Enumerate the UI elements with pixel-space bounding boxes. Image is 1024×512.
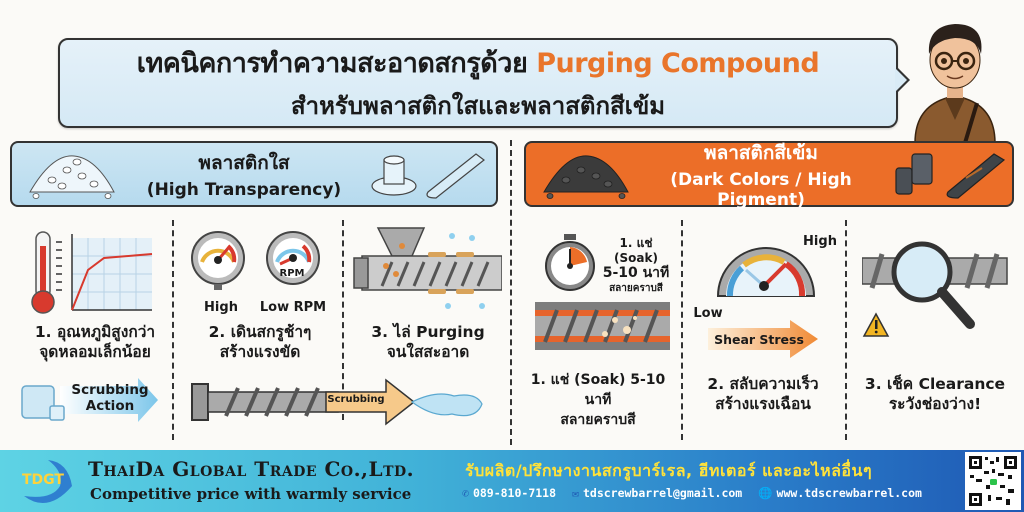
logo-text: TDGT [22,472,64,488]
dark-plastic-header: พลาสติกสีเข้ม (Dark Colors / High Pigmen… [524,138,1014,210]
scrubbing-arrow-label: Scrubbing [327,394,385,405]
shear-gauge-icon [716,247,816,297]
soak-timer-text: 1. แช่ (Soak) 5-10 นาที สลายคราบสี [596,236,676,296]
services-text: รับผลิต/ปรึกษางานสกรูบาร์เรล, ฮีทเตอร์ แ… [465,461,873,480]
presenter-avatar-icon [914,24,996,143]
company-slogan: Competitive price with warmly service [90,485,412,503]
clear-plastic-header: พลาสติกใส (High Transparency) [10,141,498,207]
clear-parts-icon [371,153,485,199]
caption-line: 2. เดินสกรูช้าๆ [208,323,312,341]
label-line: Scrubbing [71,382,149,398]
website-contact[interactable]: 🌐 www.tdscrewbarrel.com [758,486,922,500]
shear-stress-label: Shear Stress [714,332,804,347]
caption-line: สร้างแรงเฉือน [715,395,811,413]
phone-icon: ✆ [462,486,469,500]
dark-parts-icon [895,153,1006,199]
thermometer-graph-icon [31,231,153,314]
globe-icon: 🌐 [758,486,773,500]
timer-line: สลายคราบสี [609,283,663,294]
caption-line: 3. ไล่ Purging [371,323,485,341]
clear-step-1-caption: 1. อุณหภูมิสูงกว่า จุดหลอมเล็กน้อย [20,322,170,362]
dark-plastic-title: พลาสติกสีเข้ม (Dark Colors / High Pigmen… [636,138,886,210]
clear-plastic-title: พลาสติกใส (High Transparency) [122,148,366,200]
caption-line: 3. เช็ค Clearance [864,375,1006,393]
timer-line: 5-10 นาที [602,265,670,281]
section-divider [510,140,512,445]
company-name: ThaiDa Global Trade Co.,Ltd. [88,457,415,481]
caption-line: 1. แช่ (Soak) 5-10 นาที [530,372,666,408]
dark-plastic-title-th: พลาสติกสีเข้ม [704,142,818,164]
timer-line: 1. แช่ (Soak) [614,236,658,265]
dark-step-2-caption: 2. สลับความเร็ว สร้างแรงเฉือน [688,374,838,414]
gauge-label-high: High [803,234,837,249]
company-footer: TDGT ThaiDa Global Trade Co.,Ltd. Compet… [0,450,1024,512]
shear-stress-arrow-icon [708,320,818,358]
pressure-gauges-icon [191,231,320,290]
email-contact[interactable]: ✉ tdscrewbarrel@gmail.com [572,486,742,500]
dark-step-3-caption: 3. เช็ค Clearance ระวังช่องว่าง! [850,374,1020,414]
qr-code-icon[interactable] [965,452,1021,510]
scrubbing-action-label: Scrubbing Action [70,382,150,414]
contact-info: ✆ 089-810-7118 ✉ tdscrewbarrel@gmail.com… [462,486,922,500]
caption-line: 2. สลับความเร็ว [707,375,819,393]
clear-step-3-caption: 3. ไล่ Purging จนใสสะอาด [348,322,508,362]
ice-cube-scrubbing-icon [21,378,158,422]
caption-line: จุดหลอมเล็กน้อย [39,343,151,361]
title-accent-text: Purging Compound [536,48,820,79]
clear-step-2-caption: 2. เดินสกรูช้าๆ สร้างแรงขัด [180,322,340,362]
caption-line: จนใสสะอาด [386,343,470,361]
gauge-label-low: Low [693,306,723,321]
divider [342,220,344,420]
divider [681,220,683,440]
email-icon: ✉ [572,486,579,500]
screw-scrubbing-arrow-icon [191,378,483,426]
label-line: Action [85,398,135,414]
divider [845,220,847,440]
title-speech-bubble: เทคนิคการทำความสะอาดสกรูด้วย Purging Com… [58,38,910,128]
caption-line: สร้างแรงขัด [219,343,301,361]
gauge-label-low-rpm: Low RPM [259,300,327,315]
title-thai-text: เทคนิคการทำความสะอาดสกรูด้วย [136,48,528,79]
stopwatch-icon [545,234,595,291]
title-line-1: เทคนิคการทำความสะอาดสกรูด้วย Purging Com… [136,41,820,84]
dark-plastic-title-en: (Dark Colors / High Pigment) [670,170,852,210]
caption-line: สลายคราบสี [560,412,636,428]
soaking-screw-icon [535,302,670,350]
website-url: www.tdscrewbarrel.com [776,486,922,500]
caption-line: ระวังช่องว่าง! [888,395,982,413]
divider [172,220,174,440]
gauge-label-high: High [204,300,238,315]
clear-plastic-title-th: พลาสติกใส [198,152,290,174]
clear-plastic-title-en: (High Transparency) [146,180,342,200]
dark-pellets-icon [543,155,629,199]
magnifier-screw-icon [862,241,1008,337]
phone-contact[interactable]: ✆ 089-810-7118 [462,486,556,500]
phone-number: 089-810-7118 [472,486,557,500]
email-address: tdscrewbarrel@gmail.com [582,486,743,500]
dark-step-1-caption: 1. แช่ (Soak) 5-10 นาที สลายคราบสี [518,370,678,430]
caption-line: 1. อุณหภูมิสูงกว่า [34,323,156,341]
title-line-2: สำหรับพลาสติกใสและพลาสติกสีเข้ม [290,92,666,120]
company-logo-icon: TDGT [22,460,72,504]
clear-pellets-icon [29,155,115,199]
injection-barrel-icon [353,227,502,309]
rpm-dial-label: RPM [279,268,305,279]
